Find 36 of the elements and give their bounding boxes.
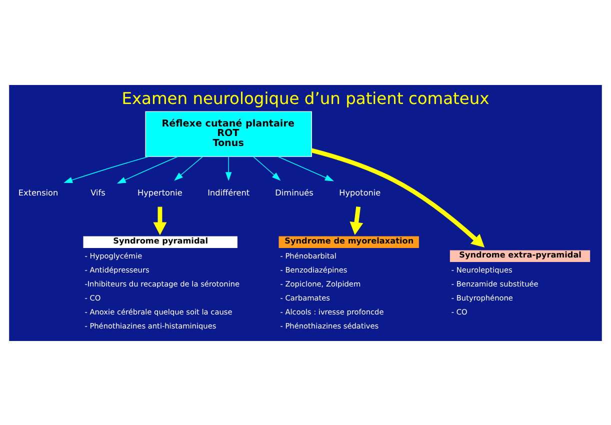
arrow [350, 206, 364, 235]
node-label: - Butyrophénone [451, 292, 513, 302]
node-label: - Hypoglycémie [84, 250, 142, 260]
node-label: - Benzodiazépines [280, 264, 348, 274]
diagram-title: Examen neurologique d’un patient comateux [122, 88, 490, 108]
node-label: - Phénothiazines sédatives [280, 320, 379, 330]
node-text: Indifférent [208, 187, 250, 198]
node-label: - CO [84, 292, 101, 302]
node-text: Extension [18, 187, 58, 198]
node-label: - Benzamide substituée [451, 278, 538, 288]
arrow [153, 206, 167, 235]
node-label: -Inhibiteurs du recaptage de la sérotonine [84, 278, 240, 288]
arrow [64, 156, 149, 183]
node-box: Syndrome de myorelaxation [278, 236, 419, 248]
node-text: Diminués [275, 187, 314, 198]
arrow [311, 148, 485, 247]
node-label: - CO [451, 306, 468, 316]
node-label: - Alcools : ivresse profoncde [280, 306, 384, 316]
node-text: Vifs [90, 187, 106, 198]
node-label: - Phénobarbital [280, 250, 336, 260]
node-box: Syndrome extra-pyramidal [450, 250, 590, 262]
node-box: Réflexe cutané plantaire ROT Tonus [145, 110, 312, 156]
node-label: - Carbamates [280, 292, 330, 302]
arrow [253, 156, 281, 180]
arrow [174, 156, 204, 180]
node-text: Hypotonie [339, 187, 381, 198]
node-label: - Anoxie cérébrale quelque soit la cause [84, 306, 232, 316]
node-label: - Zopiclone, Zolpidem [280, 278, 361, 288]
node-label: - Phénothiazines anti-histaminiques [84, 320, 216, 330]
node-label: - Neuroleptiques [451, 264, 512, 274]
node-box: Syndrome pyramidal [83, 236, 238, 248]
arrow [225, 156, 232, 180]
node-label: - Antidépresseurs [84, 264, 150, 274]
node-text: Hypertonie [138, 187, 182, 198]
arrow [116, 156, 178, 184]
arrow [278, 156, 334, 181]
